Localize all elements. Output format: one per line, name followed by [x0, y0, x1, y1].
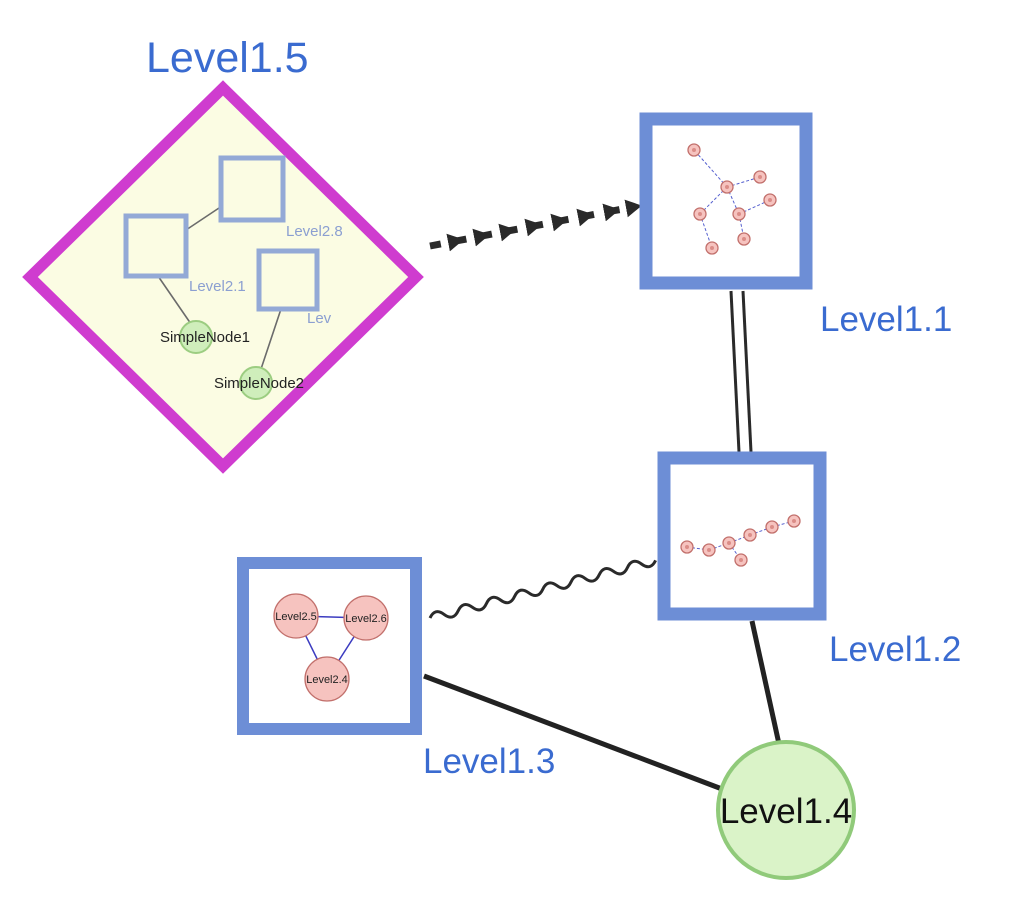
edge-level12-level14[interactable]: [749, 620, 782, 745]
level13-inner-graph: Level2.5 Level2.6 Level2.4: [273, 593, 389, 702]
label-simplenode1: SimpleNode1: [160, 329, 250, 346]
node-level26[interactable]: [343, 595, 389, 641]
node-level12[interactable]: [657, 451, 827, 621]
node-lev[interactable]: [256, 248, 320, 312]
graph-node-dot: [742, 237, 746, 241]
level11-inner-graph: [687, 143, 777, 255]
label-level26: Level2.6: [345, 613, 387, 625]
graph-node-dot: [768, 198, 772, 202]
label-level28: Level2.8: [286, 223, 343, 240]
graph-node-dot: [692, 148, 696, 152]
graph-edge[interactable]: [693, 149, 728, 188]
graph-node-dot: [770, 525, 774, 529]
node-simplenode1[interactable]: [179, 320, 213, 354]
graph-node-dot: [739, 558, 743, 562]
graph-node-dot: [685, 545, 689, 549]
level12-inner-graph: [680, 514, 801, 567]
edge-level11-level12-line1[interactable]: [729, 290, 741, 453]
label-level12: Level1.2: [829, 630, 961, 669]
graph-node-dot: [737, 212, 741, 216]
node-level14[interactable]: [716, 740, 856, 880]
label-level13: Level1.3: [423, 742, 555, 781]
node-level11-group: [639, 112, 813, 290]
edge-level21-simplenode1[interactable]: [157, 275, 192, 325]
graph-edge[interactable]: [728, 534, 751, 544]
node-simplenode2[interactable]: [239, 366, 273, 400]
label-level21: Level2.1: [189, 278, 246, 295]
graph-edge[interactable]: [771, 520, 795, 528]
node-level15-group: Level2.8 Level2.1 Lev SimpleNode1 Simple…: [22, 80, 424, 474]
label-level14: Level1.4: [720, 792, 852, 831]
node-level24[interactable]: [304, 656, 350, 702]
edge-level11-level12-line2[interactable]: [741, 290, 753, 453]
node-level21[interactable]: [123, 213, 189, 279]
node-level12-group: [657, 451, 827, 621]
graph-node-dot: [710, 246, 714, 250]
label-level11: Level1.1: [820, 300, 952, 339]
edge-lev-simplenode2[interactable]: [260, 308, 282, 370]
node-level15[interactable]: [22, 80, 424, 474]
graph-edge[interactable]: [749, 526, 773, 536]
node-level28[interactable]: [218, 155, 286, 223]
graph-edge[interactable]: [686, 546, 710, 551]
label-level15: Level1.5: [146, 34, 309, 82]
node-level25[interactable]: [273, 593, 319, 639]
node-level11[interactable]: [639, 112, 813, 290]
node-level13-group: Level2.5 Level2.6 Level2.4: [237, 557, 422, 735]
edge-level21-level28[interactable]: [185, 205, 223, 231]
graph-node-dot: [748, 533, 752, 537]
graph-node-dot: [727, 541, 731, 545]
label-level24: Level2.4: [306, 674, 348, 686]
edge-level15-level11[interactable]: [429, 199, 642, 252]
graph-node-dot: [725, 185, 729, 189]
edge-level13-level12-wavy[interactable]: [428, 559, 657, 619]
graph-node-dot: [792, 519, 796, 523]
graph-node-dot: [758, 175, 762, 179]
graph-node-dot: [707, 548, 711, 552]
graph-node-dot: [698, 212, 702, 216]
label-lev: Lev: [307, 310, 332, 327]
label-level25: Level2.5: [275, 611, 317, 623]
node-level13[interactable]: [237, 557, 422, 735]
edge-level13-level14[interactable]: [423, 673, 723, 792]
label-simplenode2: SimpleNode2: [214, 375, 304, 392]
